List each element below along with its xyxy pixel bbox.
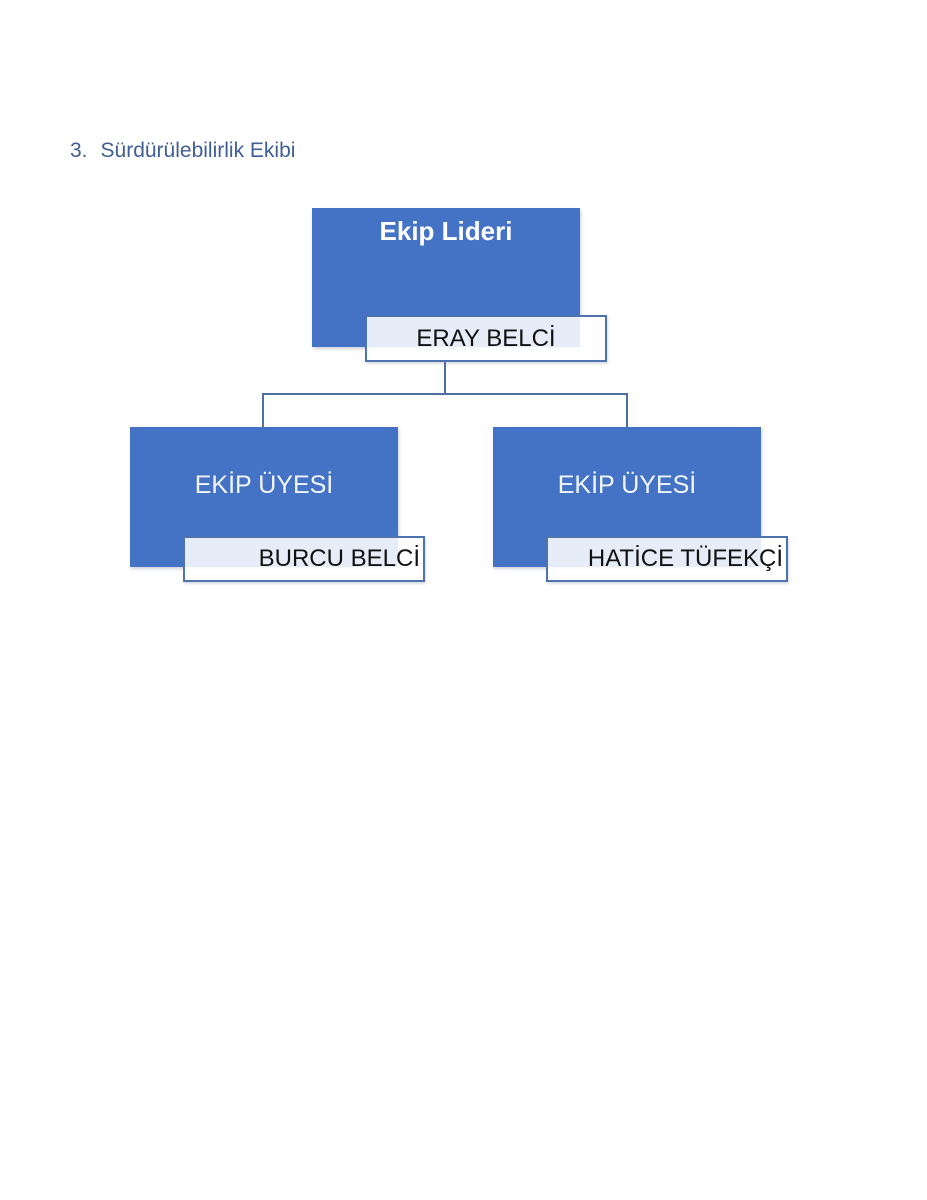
section-heading-number: 3. [70, 139, 88, 162]
section-heading-text: Sürdürülebilirlik Ekibi [100, 139, 296, 162]
connector-left-drop [262, 394, 264, 428]
member-2-name-box: HATİCE TÜFEKÇİ [546, 536, 788, 582]
leader-name-text: ERAY BELCİ [416, 324, 556, 352]
section-heading: 3. Sürdürülebilirlik Ekibi [70, 139, 295, 163]
connector-stem [444, 362, 446, 394]
connector-right-drop [626, 394, 628, 428]
leader-name-box: ERAY BELCİ [365, 315, 607, 362]
leader-role-label: Ekip Lideri [379, 216, 513, 246]
member-2-role-label: EKİP ÜYESİ [557, 471, 697, 499]
member-2-name-text: HATİCE TÜFEKÇİ [587, 545, 783, 572]
member-1-name-text: BURCU BELCİ [258, 545, 420, 572]
member-1-name-box: BURCU BELCİ [183, 536, 425, 582]
connector-crossbar [262, 393, 628, 395]
member-1-role-label: EKİP ÜYESİ [194, 471, 334, 499]
